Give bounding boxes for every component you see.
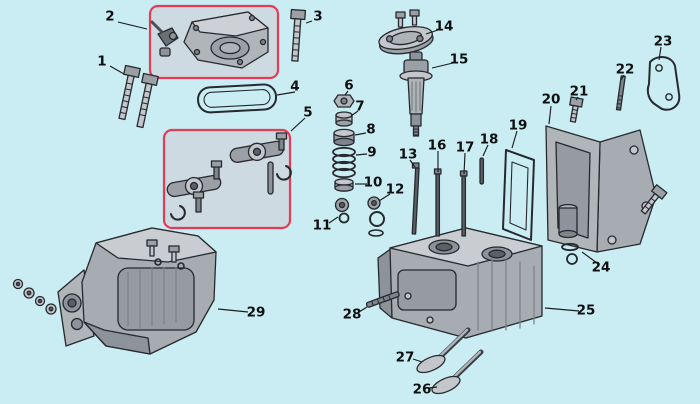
leader-line-8 — [354, 132, 367, 136]
leader-line-28 — [358, 306, 368, 313]
leader-line-4 — [276, 91, 296, 96]
leader-line-26 — [428, 386, 438, 389]
part-10-seat — [334, 178, 354, 192]
part-25-cylinder-block — [377, 227, 543, 339]
leader-line-27 — [412, 358, 423, 363]
leader-line-19 — [511, 130, 518, 149]
part-3-bolt — [290, 8, 307, 62]
part-20-exhaust-plate — [545, 125, 657, 253]
leader-line-2 — [117, 21, 148, 30]
leader-line-13 — [409, 159, 416, 168]
leader-line-22 — [620, 74, 625, 81]
leader-line-15 — [431, 62, 454, 69]
part-24-anode — [558, 203, 579, 265]
leader-line-24 — [581, 251, 598, 264]
leader-line-23 — [658, 46, 662, 61]
part-5-rocker-assembly — [166, 132, 292, 221]
part-19-gasket — [502, 149, 535, 241]
part-9-spring — [332, 146, 356, 179]
leader-line-25 — [544, 307, 580, 312]
leader-line-1 — [109, 65, 125, 75]
leader-line-6 — [344, 90, 349, 96]
leader-line-5 — [290, 117, 306, 132]
leader-line-14 — [425, 29, 439, 35]
part-11-seal — [334, 197, 350, 224]
part-13-stud — [411, 162, 420, 235]
part-2-valve-cover — [150, 11, 269, 69]
leader-line-7 — [350, 110, 359, 117]
leader-line-20 — [548, 105, 552, 125]
part-14-cover-plate — [378, 9, 434, 55]
part-4-gasket — [197, 83, 278, 114]
leader-line-18 — [482, 144, 489, 157]
part-6-nut — [333, 94, 355, 108]
leader-line-11 — [328, 216, 339, 224]
part-8-spring-seat — [333, 128, 355, 147]
part-23-gasket — [646, 56, 681, 111]
part-26-valve — [431, 349, 484, 395]
leader-line-9 — [355, 153, 368, 156]
leader-line-21 — [575, 96, 579, 101]
leader-line-29 — [217, 308, 249, 313]
leader-line-3 — [305, 20, 313, 24]
part-29-crankcase — [12, 227, 217, 355]
part-1-bolts — [118, 64, 159, 129]
part-12-seals — [367, 196, 385, 237]
part-27-valve — [416, 327, 471, 374]
mounting-bolt — [640, 184, 668, 215]
leader-line-12 — [378, 193, 391, 202]
part-28-stud — [365, 291, 400, 308]
leader-line-17 — [463, 152, 466, 175]
part-15-shaft — [399, 51, 433, 137]
part-18-pin — [479, 157, 485, 185]
